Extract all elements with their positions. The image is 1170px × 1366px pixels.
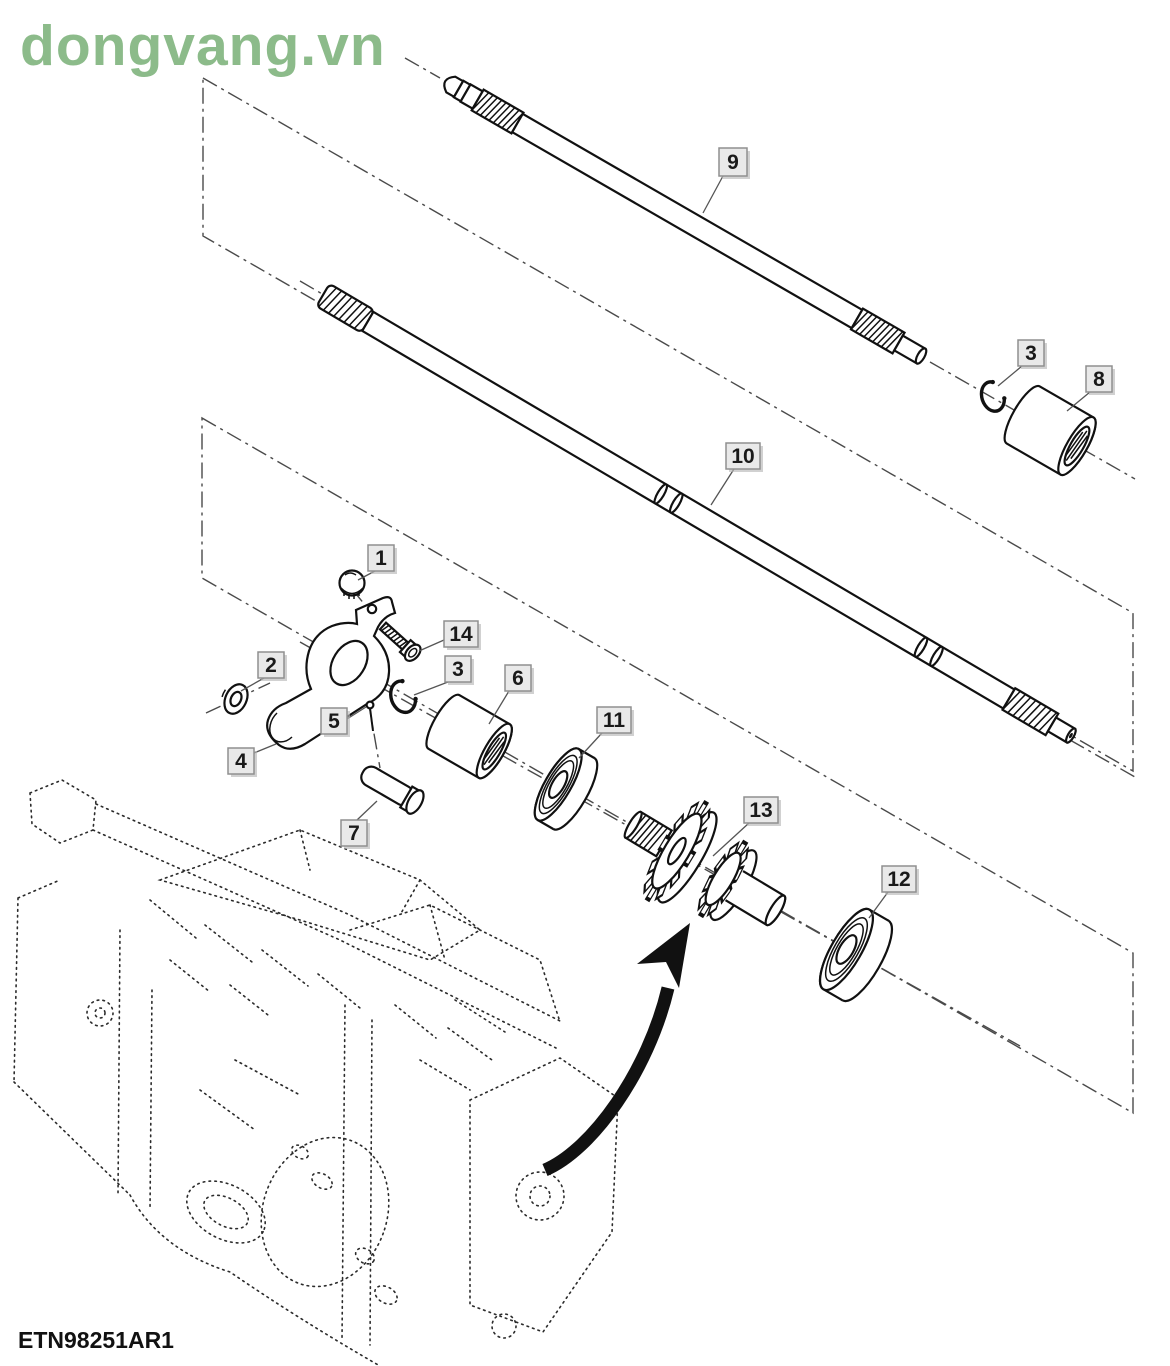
callout-6-number: 6	[512, 667, 524, 690]
phantom-plane-upper	[202, 76, 1134, 773]
callout-9: 9	[702, 147, 750, 214]
callout-4-number: 4	[235, 750, 247, 773]
watermark-text: dongvang.vn	[20, 14, 386, 78]
phantom-plane-lower	[201, 416, 1134, 1115]
bushing-8	[1003, 384, 1097, 477]
figure-code: ETN98251AR1	[18, 1327, 174, 1353]
callout-7: 7	[340, 800, 378, 849]
snap-ring-upper	[979, 379, 1007, 413]
callout-3-lower: 3	[413, 655, 474, 696]
assembly-direction-arrow	[542, 923, 690, 1176]
clevis-pin-7	[360, 765, 425, 815]
bearing-12	[818, 907, 894, 1003]
callout-3-upper-number: 3	[1025, 342, 1037, 365]
callout-3-upper: 3	[997, 339, 1047, 387]
callout-14: 14	[418, 620, 481, 652]
snap-ring-lower	[389, 678, 418, 715]
callout-13-number: 13	[749, 799, 772, 822]
callout-14-number: 14	[449, 623, 473, 646]
bearing-11	[533, 747, 599, 831]
washer-2	[221, 683, 249, 715]
callout-9-number: 9	[727, 151, 739, 174]
callout-2: 2	[240, 651, 287, 692]
callout-labels: 1 2 3 3 4 5	[227, 147, 1115, 919]
transaxle-housing-outline	[13, 779, 619, 1366]
callout-8-number: 8	[1093, 368, 1105, 391]
callout-12: 12	[868, 865, 919, 919]
callout-6: 6	[488, 664, 534, 725]
bushing-6	[425, 693, 513, 780]
gear-set-13	[623, 799, 787, 927]
shaft-10	[317, 284, 1077, 744]
callout-5: 5	[320, 706, 367, 737]
callout-5-number: 5	[328, 710, 340, 733]
shift-lever-4	[266, 596, 397, 750]
callout-10: 10	[710, 442, 763, 506]
callout-2-number: 2	[265, 654, 277, 677]
pin-5	[365, 700, 375, 731]
callout-4: 4	[227, 743, 277, 777]
nut-1	[338, 569, 366, 599]
callout-1-number: 1	[375, 547, 387, 570]
callout-13: 13	[712, 796, 781, 857]
callout-7-number: 7	[348, 822, 360, 845]
callout-10-number: 10	[731, 445, 754, 468]
callout-11-number: 11	[603, 709, 626, 732]
callout-11: 11	[578, 706, 634, 759]
callout-8: 8	[1066, 365, 1115, 412]
callout-12-number: 12	[887, 868, 910, 891]
shaft-9	[443, 75, 928, 365]
callout-1: 1	[357, 544, 397, 581]
bolt-14	[378, 621, 422, 662]
callout-3-lower-number: 3	[452, 658, 464, 681]
